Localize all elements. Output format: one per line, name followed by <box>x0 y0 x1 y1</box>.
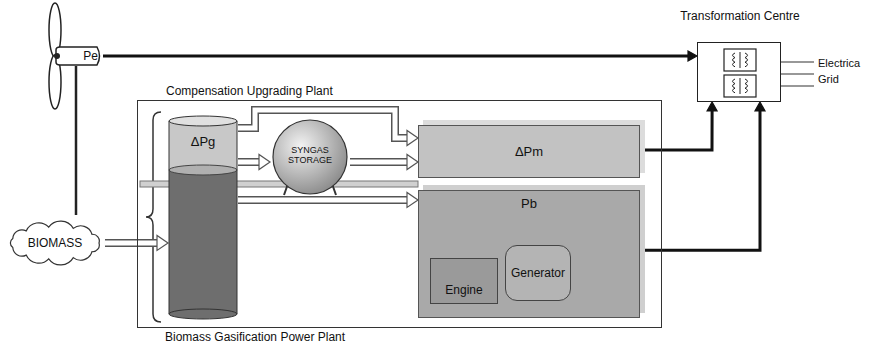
bracket <box>146 112 161 322</box>
pipe-arrow <box>350 155 418 170</box>
node-label: Engine <box>445 283 482 297</box>
turbine-tower <box>75 66 78 215</box>
power-line <box>640 102 717 150</box>
plant-boundary: Compensation Upgrading PlantΔPgSYNGAS ST… <box>137 100 662 328</box>
engine-box: Engine <box>430 258 498 304</box>
wind-turbine <box>49 3 76 215</box>
node-label: Pe <box>83 49 98 63</box>
plant-label: Biomass Gasification Power Plant <box>165 330 345 344</box>
pipe-arrow <box>238 192 418 207</box>
grid-label: Electrica <box>818 56 860 70</box>
node-label: Generator <box>511 266 565 280</box>
pipe-arrow <box>238 155 270 170</box>
node-heading: Compensation Upgrading Plant <box>166 84 466 98</box>
biomass-cloud: BIOMASS <box>5 222 105 264</box>
gasifier: ΔPg <box>168 115 238 320</box>
node-label: ΔPm <box>515 145 543 159</box>
node-label: ΔPg <box>191 135 216 149</box>
node-label: SYNGAS STORAGE <box>284 145 336 165</box>
transformation-centre: Transformation Centre <box>697 42 781 102</box>
compensation-unit: ΔPm <box>418 125 640 178</box>
tc-outline <box>698 43 782 103</box>
power-line <box>640 102 765 250</box>
node-label: Pb <box>521 197 537 211</box>
generator-box: Generator <box>505 245 571 301</box>
grid-label: Grid <box>818 72 839 86</box>
power-unit: PbEngine Generator <box>418 190 640 318</box>
power-line <box>103 51 697 61</box>
grid-lines <box>781 62 814 86</box>
node-heading: Transformation Centre <box>680 9 800 23</box>
turbine-nacelle: Pe <box>55 46 103 66</box>
node-label: BIOMASS <box>28 236 83 250</box>
storage-sphere: SYNGAS STORAGE <box>270 120 350 196</box>
